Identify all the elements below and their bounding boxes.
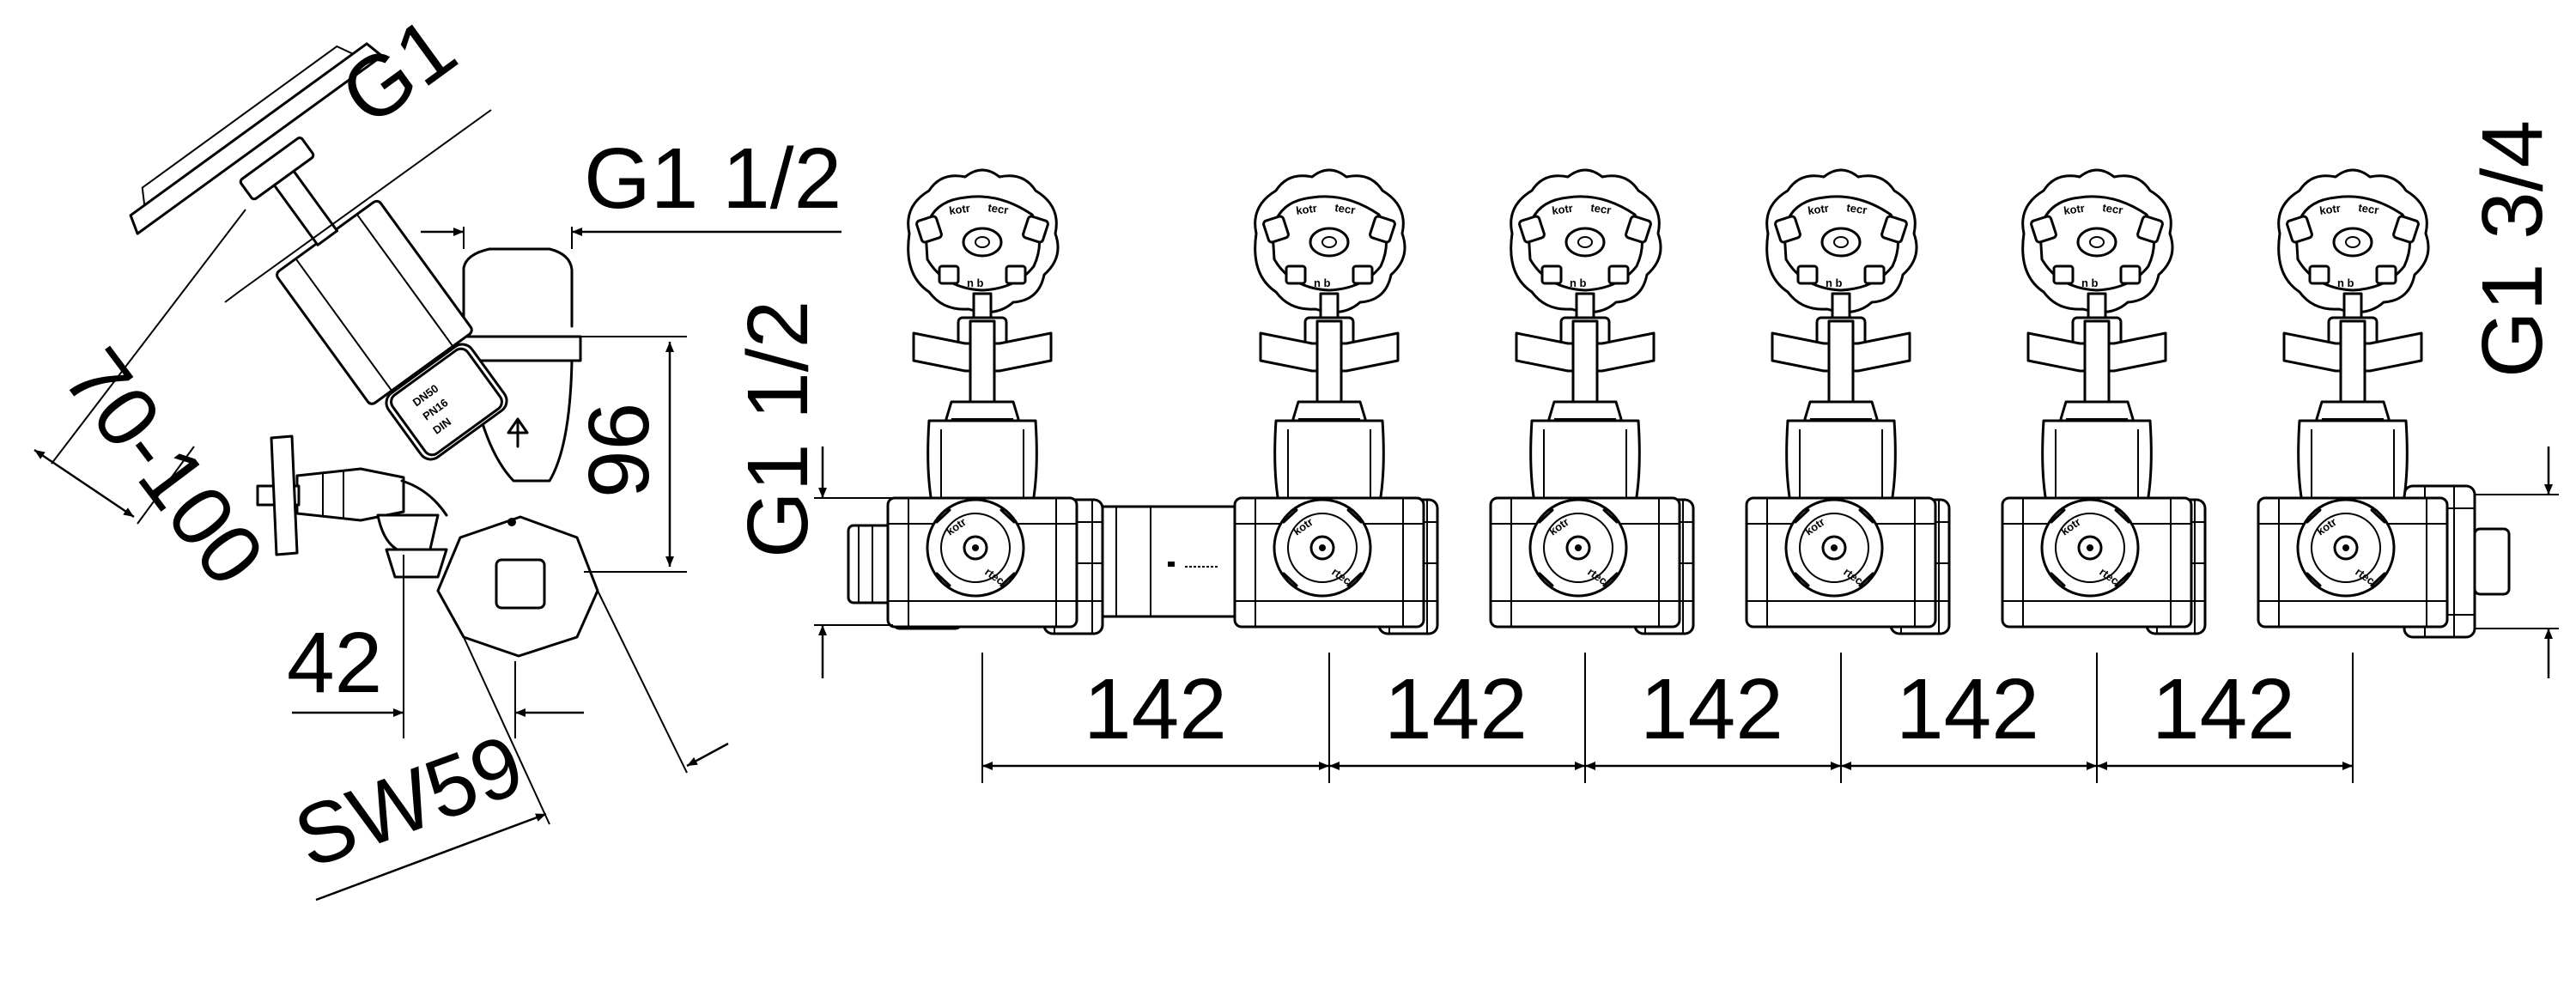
side-view: DN50 PN16 DIN G1 G1 1/2 <box>33 0 841 902</box>
hex-socket <box>495 558 546 610</box>
dim-g1-leader <box>224 109 492 303</box>
flow-arrow-icon <box>507 417 529 448</box>
top-socket-outline <box>462 247 574 328</box>
valve-6 <box>2258 170 2447 627</box>
label-42: 42 <box>287 615 382 711</box>
center-dot <box>507 518 516 526</box>
left-end-plug <box>847 524 895 604</box>
front-view: 142 142 142 142 142 G1 1/2 G1 3/4 <box>730 120 2561 783</box>
label-spacing-2: 142 <box>1384 661 1528 757</box>
valve-2 <box>1235 170 1424 627</box>
angled-valve: DN50 PN16 DIN <box>129 42 508 461</box>
label-spacing-3: 142 <box>1640 661 1783 757</box>
valve-3 <box>1491 170 1680 627</box>
label-spacing-1: 142 <box>1084 661 1227 757</box>
angled-valve-marking-plate <box>390 347 503 457</box>
label-g1-1-2-front: G1 1/2 <box>730 301 826 558</box>
valve-5 <box>2002 170 2191 627</box>
label-g1: G1 <box>324 0 473 144</box>
valve-4 <box>1747 170 1935 627</box>
valve-1 <box>888 170 1077 627</box>
label-spacing-5: 142 <box>2152 661 2295 757</box>
label-g1-1-2-side: G1 1/2 <box>584 131 841 227</box>
label-70-100: 70-100 <box>45 331 283 603</box>
right-end-plug <box>2473 527 2511 596</box>
label-g1-3-4: G1 3/4 <box>2464 120 2561 378</box>
label-spacing-4: 142 <box>1896 661 2039 757</box>
drain-valve <box>256 434 448 579</box>
angled-handwheel <box>129 42 384 235</box>
label-96: 96 <box>571 403 667 498</box>
label-sw59: SW59 <box>283 716 535 886</box>
drain-handwheel <box>270 434 299 556</box>
